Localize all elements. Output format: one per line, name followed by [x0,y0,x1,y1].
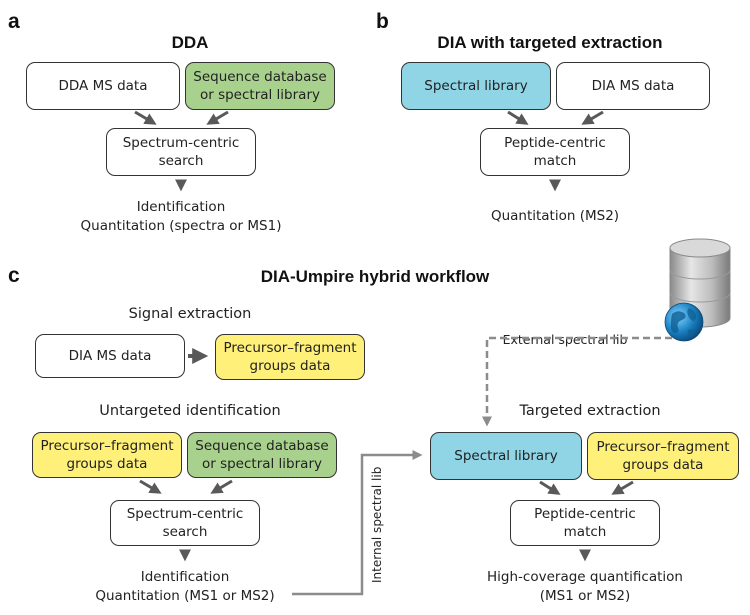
panel-a-letter: a [8,10,20,33]
targeted-peptide-match-box: Peptide-centric match [510,500,660,546]
arrow-targeted-groups-to-match [611,480,634,495]
dia-ms-data-box: DIA MS data [556,62,710,110]
signal-precursor-fragment-box: Precursor–fragment groups data [215,334,365,380]
targeted-groups-label-line2: groups data [622,457,704,473]
panel-b-letter: b [376,10,389,33]
arrow-untargeted-groups-to-search [139,479,162,494]
untargeted-precursor-fragment-box: Precursor–fragment groups data [32,432,182,478]
peptide-centric-match-box: Peptide-centric match [480,128,630,176]
dda-ms-data-label: DDA MS data [58,78,148,94]
sequence-database-label-line2: or spectral library [199,87,320,103]
external-spectral-lib-label: External spectral lib [500,330,630,349]
targeted-extraction-title: Targeted extraction [519,403,661,419]
signal-groups-label-line2: groups data [249,358,331,374]
dda-ms-data-box: DDA MS data [26,62,180,110]
peptide-match-label-line1: Peptide-centric [504,135,606,151]
database-globe-icon [664,238,731,342]
panel-b-title: DIA with targeted extraction [437,33,663,52]
untargeted-identification-title: Untargeted identification [99,403,281,419]
untargeted-output-text: Identification Quantitation (MS1 or MS2) [75,568,295,606]
targeted-match-label-line2: match [563,524,607,540]
dia-ms-data-label: DIA MS data [591,78,675,94]
peptide-match-label-line2: match [533,153,577,169]
untargeted-search-label-line2: search [162,524,208,540]
targeted-output-line1: High-coverage quantification [487,569,683,585]
spectral-library-box: Spectral library [401,62,551,110]
arrow-targeted-library-to-match [539,480,561,495]
signal-groups-label-line1: Precursor–fragment [223,340,357,356]
dda-output-line1: Identification [136,199,226,215]
signal-dia-ms-data-label: DIA MS data [68,348,152,364]
targeted-groups-label-line1: Precursor–fragment [596,439,730,455]
untargeted-spectrum-search-box: Spectrum-centric search [110,500,260,546]
panel-c-title: DIA-Umpire hybrid workflow [260,267,490,286]
untargeted-output-line2: Quantitation (MS1 or MS2) [95,588,275,604]
arrow-library-to-match [507,110,529,125]
signal-dia-ms-data-box: DIA MS data [35,334,185,378]
arrow-seqdb-to-search [206,110,229,125]
untargeted-seqdb-label-line2: or spectral library [201,456,322,472]
untargeted-sequence-database-box: Sequence database or spectral library [187,432,337,478]
dia-output-text: Quantitation (MS2) [490,208,620,224]
sequence-database-label-line1: Sequence database [193,69,327,85]
untargeted-groups-label-line2: groups data [66,456,148,472]
targeted-precursor-fragment-box: Precursor–fragment groups data [587,432,739,480]
spectrum-search-label-line1: Spectrum-centric [122,135,240,151]
targeted-output-text: High-coverage quantification (MS1 or MS2… [465,568,705,606]
spectrum-search-label-line2: search [158,153,204,169]
sequence-database-box: Sequence database or spectral library [185,62,335,110]
internal-lib-connector [292,450,423,596]
signal-extraction-title: Signal extraction [128,306,252,322]
untargeted-seqdb-label-line1: Sequence database [195,438,329,454]
arrow-dda-to-search [134,110,157,125]
untargeted-groups-label-line1: Precursor–fragment [40,438,174,454]
external-lib-connector [482,336,672,427]
untargeted-output-line1: Identification [140,569,230,585]
panel-a-title: DDA [171,33,209,52]
dda-output-text: Identification Quantitation (spectra or … [60,198,302,236]
targeted-spectral-library-box: Spectral library [430,432,582,480]
spectral-library-label: Spectral library [424,78,528,94]
untargeted-search-label-line1: Spectrum-centric [126,506,244,522]
arrow-diams-to-match [581,110,604,125]
targeted-match-label-line1: Peptide-centric [534,506,636,522]
arrow-untargeted-seqdb-to-search [210,479,233,494]
targeted-spectral-library-label: Spectral library [454,448,558,464]
panel-c-letter: c [8,264,20,287]
dda-output-line2: Quantitation (spectra or MS1) [80,218,282,234]
spectrum-centric-search-box: Spectrum-centric search [106,128,256,176]
targeted-output-line2: (MS1 or MS2) [539,588,631,604]
